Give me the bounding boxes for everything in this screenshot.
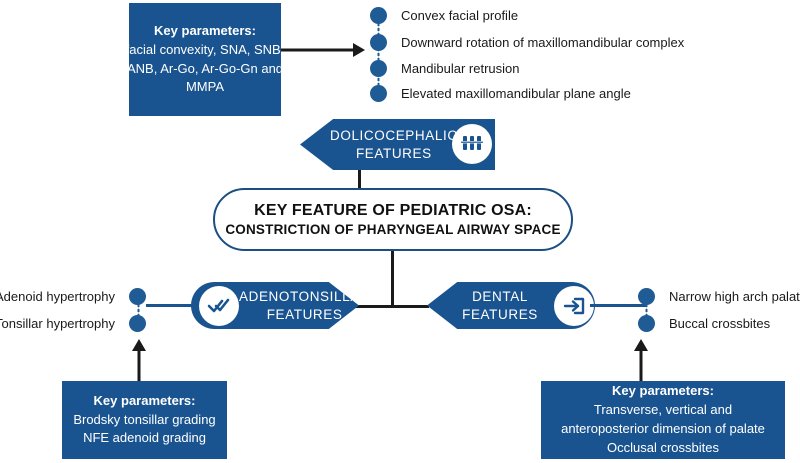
right-bullet-label-1: Narrow high arch palate	[669, 288, 800, 304]
arrow-bottom-right-box-to-banner	[634, 339, 648, 382]
right-bullet-label-2: Buccal crossbites	[669, 315, 771, 331]
left-bullet-label-2: Tonsillar hypertrophy	[0, 315, 115, 331]
arrow-top-box-to-bullets	[281, 43, 365, 57]
top-bullet-item-3: Mandibular retrusion	[370, 57, 520, 79]
bottom-right-box-title: Key parameters:	[612, 383, 714, 399]
left-bullet-item-1: Adenoid hypertrophy	[0, 285, 146, 307]
arrow-into-box-icon	[554, 286, 594, 326]
bottom-left-key-parameters-box: Key parameters: Brodsky tonsillar gradin…	[62, 381, 227, 459]
top-box-title: Key parameters:	[154, 22, 256, 38]
connector-branch-horizontal	[355, 305, 429, 308]
banner-dolicocephalic-label: DOLICOCEPHALIC FEATURES	[330, 127, 458, 161]
center-title-line-2: CONSTRICTION OF PHARYNGEAL AIRWAY SPACE	[225, 222, 561, 237]
bullet-dot-icon	[129, 314, 146, 332]
braces-teeth-icon	[452, 124, 492, 164]
left-bullet-label-1: Adenoid hypertrophy	[0, 288, 115, 304]
top-bullet-item-1: Convex facial profile	[370, 4, 518, 26]
bullet-dot-icon	[370, 6, 387, 24]
top-box-line-2: ANB, Ar-Go, Ar-Go-Gn and	[126, 60, 284, 76]
bullet-dot-icon	[129, 287, 146, 305]
bottom-left-box-title: Key parameters:	[93, 392, 196, 408]
connector-left-bullets-to-banner	[146, 304, 198, 307]
center-title-line-1: KEY FEATURE OF PEDIATRIC OSA:	[254, 202, 532, 219]
bullet-dot-icon	[638, 314, 655, 332]
bottom-right-key-parameters-box: Key parameters: Transverse, vertical and…	[541, 381, 785, 459]
right-bullet-item-1: Narrow high arch palate	[638, 285, 800, 307]
bullet-dot-icon	[370, 33, 387, 51]
bottom-right-box-line-1: Transverse, vertical and	[593, 402, 733, 418]
top-bullet-label-3: Mandibular retrusion	[401, 60, 520, 76]
top-bullet-item-2: Downward rotation of maxillomandibular c…	[370, 31, 684, 53]
bottom-right-box-line-2: anteroposterior dimension of palate	[561, 421, 765, 436]
bullet-dot-icon	[638, 287, 655, 305]
double-check-icon	[199, 286, 239, 326]
left-bullet-item-2: Tonsillar hypertrophy	[0, 312, 146, 334]
top-bullet-label-4: Elevated maxillomandibular plane angle	[401, 85, 631, 101]
top-bullet-label-2: Downward rotation of maxillomandibular c…	[401, 34, 685, 50]
connector-dolicocephalic-to-center	[358, 170, 361, 194]
right-bullet-dot-chain	[645, 298, 648, 320]
connector-banner-to-right-bullets	[590, 304, 646, 307]
connector-center-to-branches	[391, 251, 394, 306]
top-bullet-item-4: Elevated maxillomandibular plane angle	[370, 82, 631, 104]
bottom-left-box-line-1: Brodsky tonsillar grading	[73, 411, 216, 427]
bullet-dot-icon	[370, 59, 387, 77]
bullet-dot-icon	[370, 84, 387, 102]
top-bullet-label-1: Convex facial profile	[401, 7, 519, 23]
right-bullet-item-2: Buccal crossbites	[638, 312, 770, 334]
center-capsule: KEY FEATURE OF PEDIATRIC OSA: CONSTRICTI…	[213, 188, 573, 251]
arrow-bottom-left-box-to-banner	[132, 339, 146, 382]
top-key-parameters-box: Key parameters: facial convexity, SNA, S…	[126, 3, 284, 116]
bottom-right-box-line-3: Occlusal crossbites	[607, 439, 719, 455]
banner-adenotonsillar-label: ADENOTONSILLAR FEATURES	[239, 288, 371, 322]
top-box-line-3: MMPA	[185, 79, 225, 95]
left-bullet-dot-chain	[137, 298, 140, 320]
banner-dental-label: DENTAL FEATURES	[462, 288, 538, 322]
top-box-line-1: facial convexity, SNA, SNB,	[125, 41, 285, 57]
bottom-left-box-line-2: NFE adenoid grading	[83, 430, 206, 446]
